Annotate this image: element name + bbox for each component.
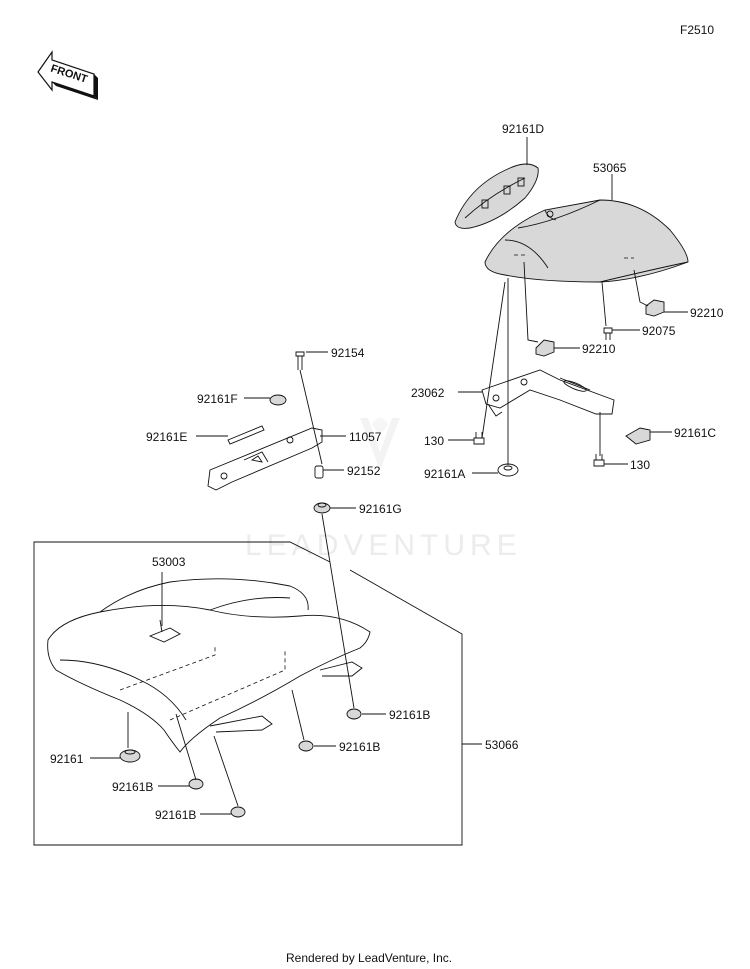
- watermark-logo: [360, 417, 400, 470]
- label-92154: 92154: [331, 346, 365, 360]
- label-92161B-a: 92161B: [112, 780, 153, 794]
- label-92152: 92152: [347, 464, 381, 478]
- grommet-92161G: [313, 502, 331, 514]
- collar-92152: [314, 465, 324, 479]
- grommet-92161: [119, 749, 141, 763]
- label-11057: 11057: [349, 430, 382, 444]
- watermark-text: LEADVENTURE: [245, 529, 522, 562]
- label-92210-left: 92210: [582, 342, 616, 356]
- bolt-92154: [295, 351, 305, 370]
- grommet-92161B-a: [188, 778, 204, 790]
- seat-cowl-53065: [484, 199, 689, 283]
- label-92161B-d: 92161B: [389, 708, 430, 722]
- label-92161B-b: 92161B: [155, 808, 196, 822]
- label-92075: 92075: [642, 324, 676, 338]
- label-53066: 53066: [485, 738, 519, 752]
- collar-92161A: [497, 463, 519, 477]
- label-92161D: 92161D: [502, 122, 544, 136]
- label-23062: 23062: [411, 386, 445, 400]
- cowl-pad-92161D: [454, 163, 539, 229]
- grommet-92161F: [269, 394, 287, 406]
- pin-92161E: [227, 425, 265, 445]
- seat-assembly-box: [33, 541, 463, 846]
- label-92161F: 92161F: [197, 392, 238, 406]
- label-92161E: 92161E: [146, 430, 187, 444]
- label-130-right: 130: [630, 458, 650, 472]
- label-92161A: 92161A: [424, 467, 465, 481]
- grommet-92161B-c: [298, 740, 314, 752]
- front-arrow-icon: FRONT: [37, 50, 98, 100]
- pad-92161C: [625, 427, 651, 445]
- bolt-130-right: [593, 454, 605, 467]
- leader-lines: [90, 137, 688, 815]
- figure-code: F2510: [680, 23, 714, 37]
- label-53065: 53065: [593, 161, 627, 175]
- damper-92210-right: [645, 299, 665, 317]
- label-92161G: 92161G: [359, 502, 402, 516]
- grommet-92161B-d: [346, 708, 362, 720]
- label-53003: 53003: [152, 555, 186, 569]
- bracket-23062: [481, 369, 615, 417]
- latch-plate-11057: [207, 427, 323, 491]
- damper-92210-left: [535, 339, 555, 357]
- label-92161B-c: 92161B: [339, 740, 380, 754]
- footer-credit: Rendered by LeadVenture, Inc.: [286, 951, 452, 965]
- grommet-92161B-b: [230, 806, 246, 818]
- screw-92075: [603, 327, 613, 340]
- seat-53003: [47, 578, 371, 753]
- label-92210-right: 92210: [690, 306, 724, 320]
- label-92161: 92161: [50, 752, 84, 766]
- label-130-left: 130: [424, 434, 444, 448]
- label-92161C: 92161C: [674, 426, 716, 440]
